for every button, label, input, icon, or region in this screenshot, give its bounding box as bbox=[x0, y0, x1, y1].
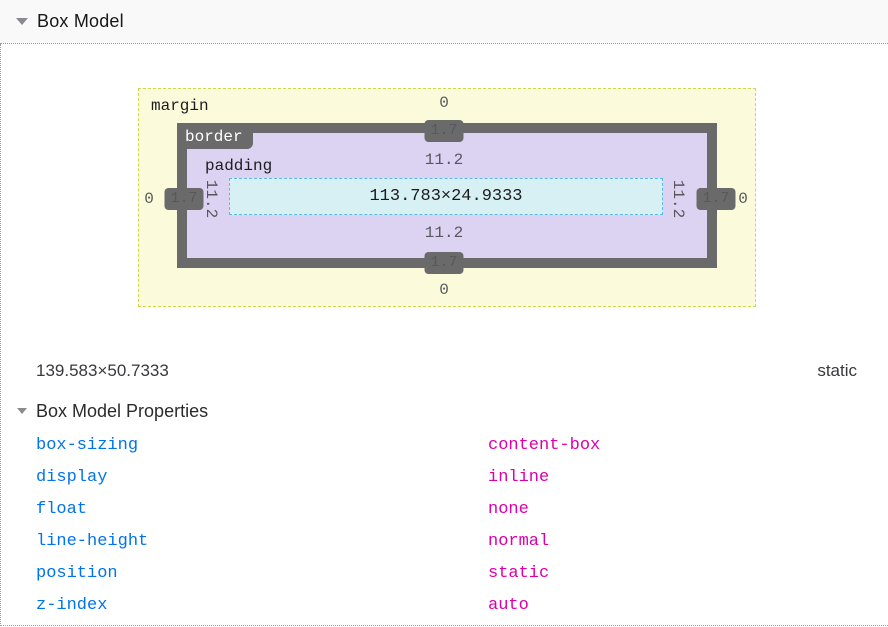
box-model-diagram: 113.783×24.9333 margin border padding 0 … bbox=[1, 44, 888, 307]
property-row: z-index auto bbox=[1, 589, 888, 621]
property-row: line-height normal bbox=[1, 525, 888, 557]
property-name: float bbox=[36, 499, 88, 519]
panel-title: Box Model bbox=[37, 11, 124, 31]
padding-label: padding bbox=[205, 157, 273, 175]
margin-left-value[interactable]: 0 bbox=[144, 190, 154, 208]
property-value: content-box bbox=[488, 435, 601, 455]
border-right-value[interactable]: 1.7 bbox=[696, 188, 736, 210]
border-bottom-value[interactable]: 1.7 bbox=[424, 252, 464, 274]
property-value: auto bbox=[488, 595, 529, 615]
margin-bottom-value[interactable]: 0 bbox=[439, 281, 449, 299]
property-row: display inline bbox=[1, 461, 888, 493]
element-position: static bbox=[817, 361, 857, 380]
content-dimensions[interactable]: 113.783×24.9333 bbox=[369, 187, 523, 206]
content-region[interactable]: 113.783×24.9333 bbox=[229, 178, 663, 215]
padding-top-value[interactable]: 11.2 bbox=[424, 151, 464, 169]
property-name: box-sizing bbox=[36, 435, 139, 455]
property-value: none bbox=[488, 499, 529, 519]
border-left-value[interactable]: 1.7 bbox=[164, 188, 204, 210]
box-model-twisty-icon[interactable] bbox=[16, 18, 28, 25]
padding-left-value[interactable]: 11.2 bbox=[202, 179, 220, 219]
panel-header[interactable]: Box Model bbox=[0, 0, 888, 44]
border-label: border bbox=[177, 125, 253, 149]
property-row: float none bbox=[1, 493, 888, 525]
property-name: display bbox=[36, 467, 108, 487]
property-name: z-index bbox=[36, 595, 108, 615]
margin-right-value[interactable]: 0 bbox=[738, 190, 748, 208]
padding-right-value[interactable]: 11.2 bbox=[669, 179, 687, 219]
property-row: box-sizing content-box bbox=[1, 429, 888, 461]
properties-list: box-sizing content-box display inline fl… bbox=[1, 429, 888, 621]
property-value: inline bbox=[488, 467, 550, 487]
property-value: static bbox=[488, 563, 550, 583]
properties-header[interactable]: Box Model Properties bbox=[1, 399, 888, 423]
element-summary: 139.583×50.7333 static bbox=[1, 360, 888, 382]
panel-body: 113.783×24.9333 margin border padding 0 … bbox=[0, 44, 888, 626]
property-row: position static bbox=[1, 557, 888, 589]
property-name: line-height bbox=[36, 531, 149, 551]
padding-bottom-value[interactable]: 11.2 bbox=[424, 224, 464, 242]
property-value: normal bbox=[488, 531, 550, 551]
properties-title: Box Model Properties bbox=[36, 400, 209, 421]
margin-top-value[interactable]: 0 bbox=[439, 94, 449, 112]
property-name: position bbox=[36, 563, 118, 583]
margin-label: margin bbox=[151, 97, 209, 115]
element-dimensions: 139.583×50.7333 bbox=[36, 361, 169, 380]
border-top-value[interactable]: 1.7 bbox=[424, 120, 464, 142]
properties-twisty-icon[interactable] bbox=[17, 408, 27, 414]
